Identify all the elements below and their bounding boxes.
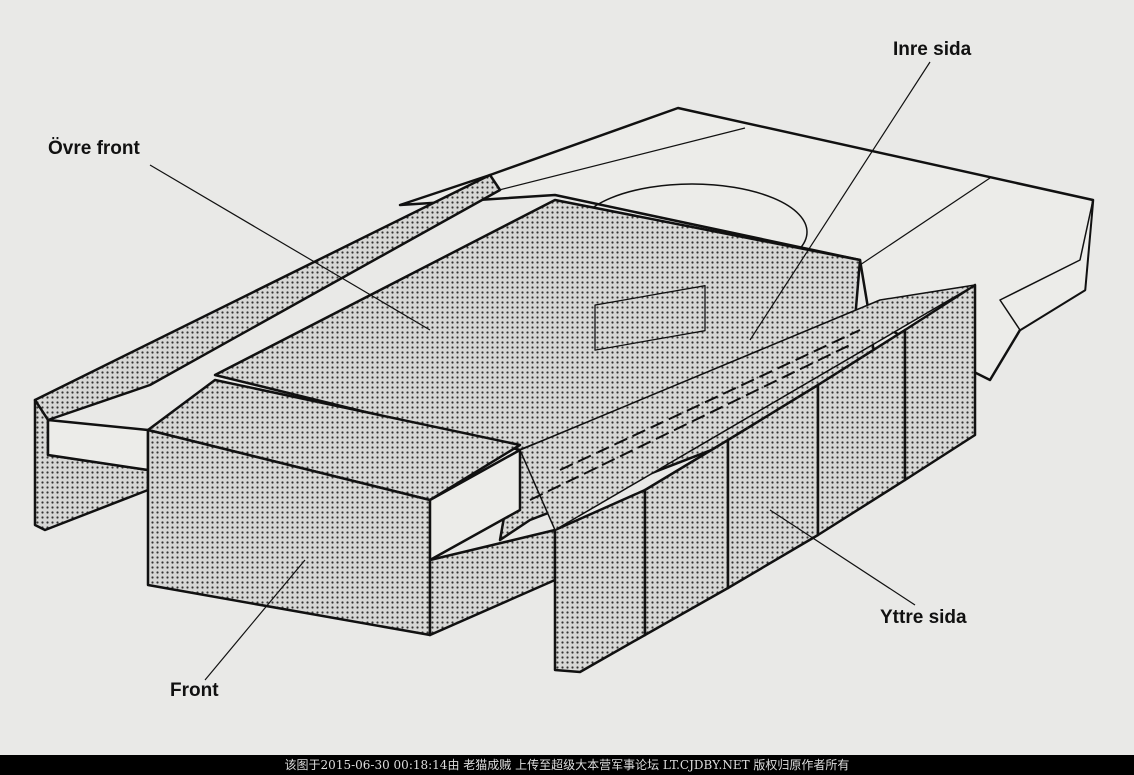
hatch <box>594 285 706 351</box>
leader-lines <box>149 61 931 681</box>
hull-rear-face <box>999 199 1094 331</box>
label-inre-sida: Inre sida <box>893 39 972 60</box>
front-side <box>428 448 522 562</box>
outer-module-1 <box>553 488 647 674</box>
outer-module-5 <box>903 283 977 482</box>
label-ovre-front: Övre front <box>48 138 140 159</box>
armor-diagram <box>33 61 1095 681</box>
label-front: Front <box>170 680 219 701</box>
label-yttre-sida: Yttre sida <box>880 607 967 628</box>
watermark-footer: 该图于2015-06-30 00:18:14由 老猫成贼 上传至超级大本营军事论… <box>0 755 1134 775</box>
outer-top <box>519 284 976 531</box>
